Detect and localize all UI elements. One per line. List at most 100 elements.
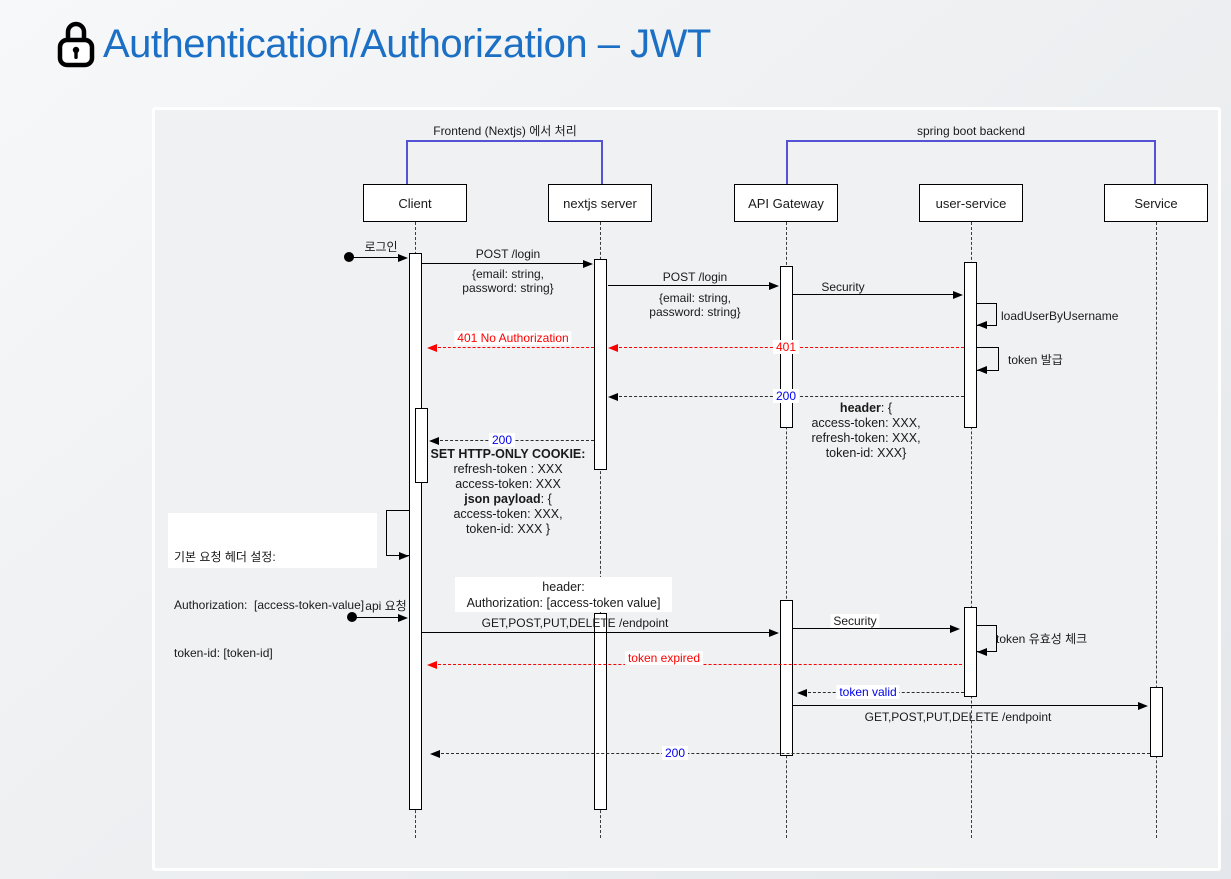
set-cookie-token-id: token-id: XXX } — [465, 522, 551, 536]
header-response-rest: : { — [880, 401, 893, 415]
activation-client-nested — [415, 408, 428, 483]
arrowhead-icon — [398, 614, 408, 622]
msg-label-endpoint-1: GET,POST,PUT,DELETE /endpoint — [481, 616, 669, 630]
participant-service: Service — [1104, 184, 1208, 222]
msg-label-api-request: api 요청 — [365, 599, 407, 613]
msg-label-security-1: Security — [821, 280, 865, 294]
arrowhead-icon — [769, 282, 779, 290]
note-line2: Authorization: [access-token-value] — [174, 598, 365, 612]
activation-client-main — [409, 253, 422, 810]
msg-label-token-check: token 유효성 체크 — [996, 632, 1088, 646]
set-cookie-json-rest: : { — [540, 492, 552, 506]
msg-line-401-short — [438, 347, 594, 348]
start-dot-login — [344, 252, 354, 262]
request-header-line2: Authorization: [access-token value] — [466, 596, 661, 610]
arrowhead-icon — [769, 629, 779, 637]
header-response-block: header: { access-token: XXX, refresh-tok… — [811, 401, 920, 461]
note-line3: token-id: [token-id] — [174, 646, 273, 660]
msg-label-200-2: 200 — [488, 433, 516, 447]
arrowhead-icon — [797, 689, 807, 697]
lifeline-api-gateway — [786, 222, 787, 838]
msg-line-200-final — [441, 753, 1150, 754]
arrowhead-icon — [399, 552, 409, 560]
backend-group-label: spring boot backend — [916, 124, 1026, 138]
set-cookie-json-line: json payload: { — [431, 492, 586, 507]
arrowhead-icon — [398, 254, 408, 262]
activation-gateway-2 — [780, 600, 793, 756]
participant-nextjs-server: nextjs server — [548, 184, 652, 222]
selfloop-token-check — [977, 625, 997, 652]
msg-line-post-login-2 — [608, 285, 769, 286]
msg-line-login — [353, 257, 398, 258]
msg-line-endpoint-2 — [793, 705, 1138, 706]
msg-label-200-final: 200 — [661, 746, 689, 760]
msg-label-200-1: 200 — [772, 389, 800, 403]
msg-label-token-expired: token expired — [624, 651, 704, 665]
selfloop-default-headers — [386, 510, 409, 556]
participant-gateway-label: API Gateway — [748, 195, 824, 211]
arrowhead-icon — [583, 260, 593, 268]
set-cookie-access: access-token: XXX — [455, 477, 561, 491]
arrowhead-icon — [1138, 702, 1148, 710]
arrowhead-icon — [950, 625, 960, 633]
participant-api-gateway: API Gateway — [734, 184, 838, 222]
arrowhead-icon — [427, 344, 437, 352]
arrowhead-icon — [430, 750, 440, 758]
msg-line-200-2 — [440, 440, 594, 441]
header-response-line4: token-id: XXX} — [825, 446, 907, 460]
participant-client-label: Client — [398, 195, 432, 211]
msg-body-login-2: {email: string, password: string} — [649, 291, 741, 319]
activation-nextjs-2 — [594, 613, 607, 810]
page-title-bar: Authentication/Authorization – JWT — [57, 18, 711, 70]
backend-bracket-top — [786, 140, 1156, 142]
participant-user-service-label: user-service — [935, 195, 1007, 211]
frontend-bracket-right — [601, 140, 603, 184]
diagram-panel — [152, 107, 1221, 871]
msg-label-no-authorization: 401 No Authorization — [454, 331, 572, 345]
lifeline-user-service — [971, 222, 972, 838]
lifeline-nextjs-server — [600, 222, 601, 838]
set-cookie-title: SET HTTP-ONLY COOKIE: — [430, 447, 586, 461]
arrowhead-icon — [427, 661, 437, 669]
msg-label-issue-token: token 발급 — [1008, 353, 1063, 367]
participant-user-service: user-service — [919, 184, 1023, 222]
arrowhead-icon — [977, 648, 987, 656]
frontend-group-label: Frontend (Nextjs) 에서 처리 — [433, 124, 577, 138]
msg-line-security-1 — [793, 294, 953, 295]
set-cookie-json-bold: json payload — [464, 492, 541, 506]
activation-nextjs-1 — [594, 259, 607, 470]
request-header-box: header: Authorization: [access-token val… — [455, 577, 672, 612]
start-dot-api-request — [347, 612, 357, 622]
msg-line-post-login-1 — [422, 263, 583, 264]
msg-line-security-2 — [793, 628, 950, 629]
arrowhead-icon — [429, 437, 439, 445]
backend-bracket-left — [786, 140, 788, 184]
activation-user-service-1 — [964, 262, 977, 428]
arrowhead-icon — [977, 321, 987, 329]
msg-line-endpoint-1 — [422, 632, 769, 633]
msg-label-security-2: Security — [830, 614, 880, 628]
header-response-bold: header — [839, 401, 881, 415]
msg-body-login-1: {email: string, password: string} — [462, 267, 554, 295]
participant-service-label: Service — [1134, 195, 1178, 211]
msg-label-post-login-1: POST /login — [475, 247, 541, 261]
selfloop-load-user — [977, 303, 997, 326]
lock-icon — [57, 21, 95, 68]
set-cookie-refresh: refresh-token : XXX — [453, 462, 563, 476]
note-line1: 기본 요청 헤더 설정: — [174, 550, 276, 564]
msg-line-api-request — [356, 617, 398, 618]
lifeline-service — [1156, 222, 1157, 838]
page-title: Authentication/Authorization – JWT — [103, 22, 711, 66]
default-headers-note: 기본 요청 헤더 설정: Authorization: [access-toke… — [168, 513, 377, 660]
set-cookie-block: SET HTTP-ONLY COOKIE: refresh-token : XX… — [431, 447, 586, 537]
activation-service-1 — [1150, 687, 1163, 757]
participant-nextjs-label: nextjs server — [563, 195, 637, 211]
msg-label-endpoint-2: GET,POST,PUT,DELETE /endpoint — [864, 710, 1052, 724]
arrowhead-icon — [953, 291, 963, 299]
backend-bracket-right — [1154, 140, 1156, 184]
msg-label-load-user: loadUserByUsername — [1001, 309, 1119, 323]
msg-label-401: 401 — [772, 340, 800, 354]
arrowhead-icon — [608, 393, 618, 401]
header-response-line3: refresh-token: XXX, — [811, 431, 921, 445]
